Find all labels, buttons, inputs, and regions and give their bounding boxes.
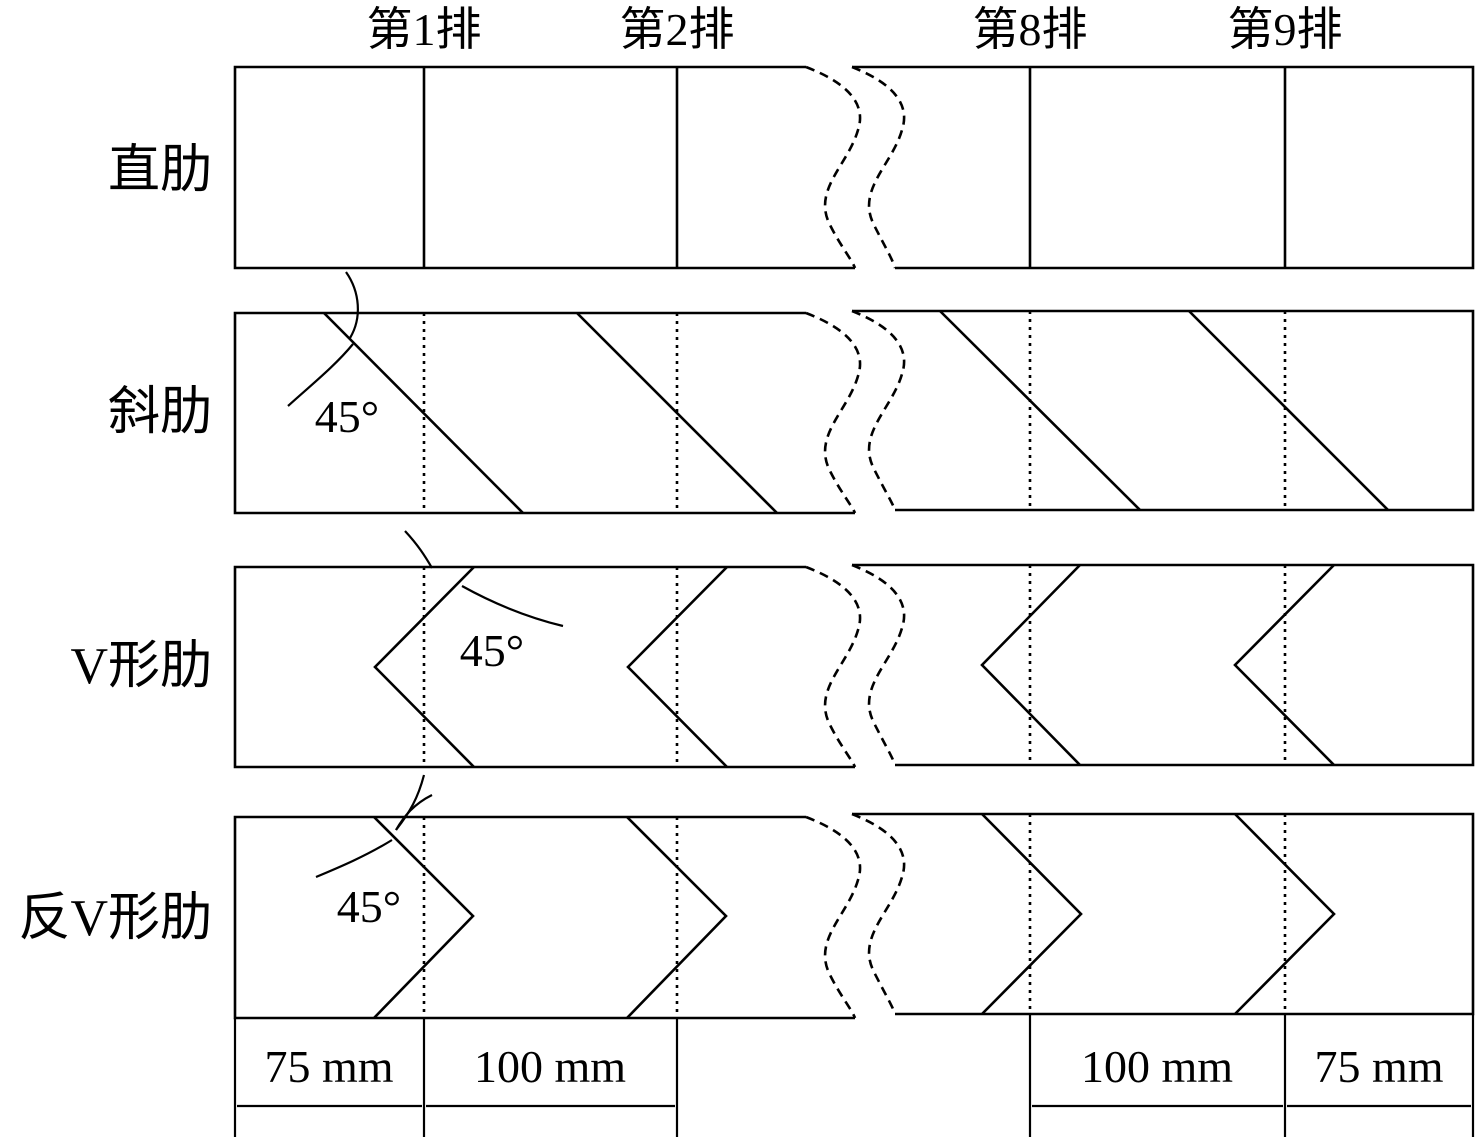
inclined-rib bbox=[1188, 310, 1389, 511]
panel-outline-left bbox=[233, 65, 855, 270]
dimension-lines: 75 mm 100 mm 100 mm 75 mm bbox=[233, 1014, 1475, 1137]
panel-outline-left bbox=[233, 565, 855, 769]
break-line bbox=[851, 65, 906, 269]
break-line bbox=[851, 812, 906, 1015]
row-label-reverse-v: 反V形肋 bbox=[18, 890, 212, 947]
angle-label: 45° bbox=[315, 391, 379, 442]
panel-outline-right bbox=[852, 309, 1475, 512]
v-rib bbox=[373, 566, 475, 768]
angle-arc-arrow bbox=[461, 585, 564, 628]
inclined-rib bbox=[939, 310, 1141, 511]
angle-arc-arrow bbox=[395, 794, 433, 831]
v-rib bbox=[980, 564, 1081, 766]
reverse-v-rib bbox=[626, 816, 728, 1019]
dimension-label: 75 mm bbox=[264, 1041, 393, 1092]
row-label-v: V形肋 bbox=[70, 638, 212, 695]
reverse-v-rib bbox=[373, 816, 475, 1019]
row-label-inclined: 斜肋 bbox=[108, 384, 212, 441]
angle-label: 45° bbox=[460, 625, 524, 676]
inclined-rib bbox=[323, 312, 524, 514]
angle-arc-arrow bbox=[315, 839, 393, 879]
column-label-row-8: 第8排 bbox=[973, 4, 1088, 55]
break-line bbox=[805, 65, 862, 269]
panel-outline-right bbox=[852, 563, 1475, 767]
panel-outline-right bbox=[852, 812, 1475, 1016]
panel-outline-right bbox=[852, 65, 1475, 270]
panel-inclined: 45° bbox=[233, 271, 1475, 515]
break-line bbox=[805, 815, 862, 1019]
dimension-label: 100 mm bbox=[474, 1041, 626, 1092]
angle-arc-arrow bbox=[345, 271, 359, 339]
angle-arc-arrow bbox=[404, 530, 433, 569]
break-line bbox=[851, 309, 906, 511]
break-line bbox=[805, 565, 862, 768]
dimension-label: 100 mm bbox=[1081, 1041, 1233, 1092]
panel-v: 45° bbox=[233, 530, 1475, 769]
dimension-label: 75 mm bbox=[1314, 1041, 1443, 1092]
column-label-row-1: 第1排 bbox=[367, 4, 482, 55]
row-label-straight: 直肋 bbox=[108, 142, 212, 199]
angle-label: 45° bbox=[337, 881, 401, 932]
v-rib bbox=[1233, 564, 1335, 766]
break-line bbox=[805, 311, 862, 514]
panel-outline-left bbox=[233, 311, 855, 515]
angle-arc-arrow bbox=[287, 343, 354, 407]
panel-straight bbox=[233, 65, 1475, 270]
panel-reverse-v: 45° bbox=[233, 774, 1475, 1020]
column-label-row-9: 第9排 bbox=[1228, 4, 1343, 55]
column-label-row-2: 第2排 bbox=[620, 4, 735, 55]
reverse-v-rib bbox=[1234, 813, 1336, 1015]
inclined-rib bbox=[576, 312, 778, 514]
v-rib bbox=[626, 566, 728, 768]
break-line bbox=[851, 563, 906, 766]
reverse-v-rib bbox=[981, 813, 1083, 1015]
panel-outline-left bbox=[233, 815, 855, 1020]
